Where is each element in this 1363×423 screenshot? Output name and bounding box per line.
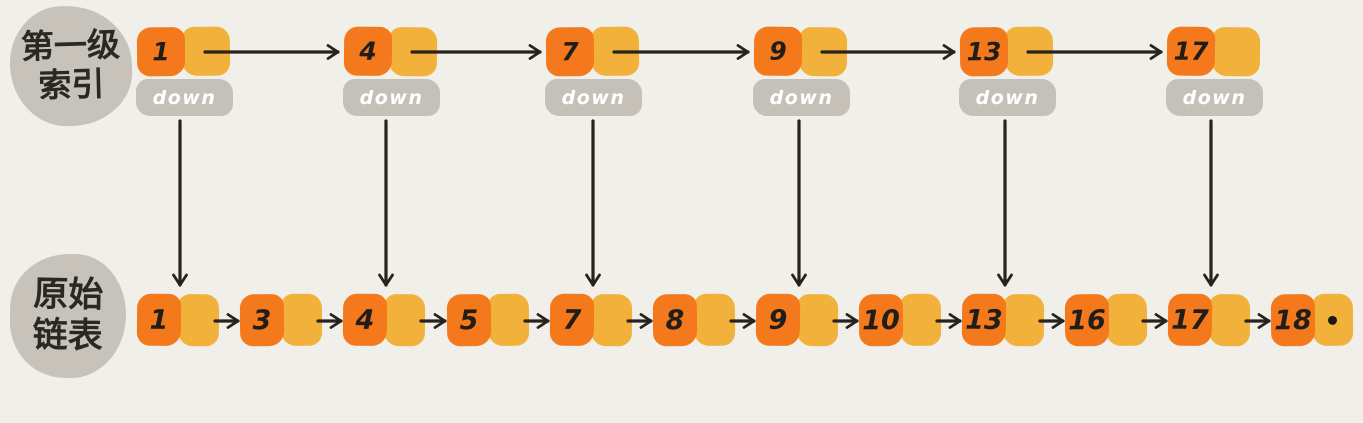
list-node-value: 9 <box>755 293 801 347</box>
list-node-pointer <box>796 294 839 347</box>
list-node-value: 10 <box>858 293 904 347</box>
list-node-value: 13 <box>961 293 1007 347</box>
index-node-pointer <box>1211 26 1261 77</box>
list-node: 13 <box>961 293 1045 347</box>
index-node-pointer <box>181 26 231 77</box>
index-node: 9 <box>753 26 848 77</box>
list-node-pointer <box>280 293 323 346</box>
list-node: 1 <box>136 293 220 347</box>
list-node-pointer <box>1208 294 1251 347</box>
index-node-value: 7 <box>545 26 595 77</box>
list-node-pointer <box>693 293 736 346</box>
list-node: 5 <box>446 293 530 347</box>
null-pointer-dot <box>1327 315 1338 325</box>
list-node-value: 1 <box>136 293 182 347</box>
index-node-value: 17 <box>1166 26 1216 77</box>
label-original-list-line1: 原始 <box>33 274 104 316</box>
list-node-value: 4 <box>342 293 388 347</box>
index-node-pointer <box>388 26 438 77</box>
list-node: 18 <box>1270 293 1354 347</box>
list-node-pointer <box>590 294 633 347</box>
index-node-value: 1 <box>136 26 186 77</box>
list-node: 3 <box>239 293 323 347</box>
list-node-pointer <box>487 293 530 346</box>
index-node-pointer <box>798 26 848 77</box>
list-node-pointer <box>383 294 426 347</box>
list-node-pointer <box>1311 293 1354 346</box>
label-index-level: 第一级 索引 <box>8 4 134 128</box>
down-pointer-box: down <box>545 79 642 116</box>
index-node-value: 4 <box>343 26 393 77</box>
down-pointer-box: down <box>753 79 850 116</box>
down-pointer-box: down <box>136 79 233 116</box>
label-index-level-line1: 第一级 <box>20 24 121 67</box>
list-node: 4 <box>342 293 426 347</box>
list-node-pointer <box>899 293 942 346</box>
list-node: 9 <box>755 293 839 347</box>
index-node: 4 <box>343 26 438 77</box>
index-node: 7 <box>545 26 640 77</box>
down-pointer-box: down <box>343 79 440 116</box>
list-node: 7 <box>549 293 633 347</box>
list-node-value: 17 <box>1167 293 1213 347</box>
list-node: 16 <box>1064 293 1148 347</box>
down-pointer-box: down <box>1166 79 1263 116</box>
down-pointer-box: down <box>959 79 1056 116</box>
index-node-pointer <box>1004 26 1054 77</box>
label-original-list-line2: 链表 <box>32 315 103 357</box>
index-node: 13 <box>959 26 1054 77</box>
index-node-value: 9 <box>753 26 803 77</box>
list-node-value: 16 <box>1064 293 1110 347</box>
list-node-value: 8 <box>652 293 698 347</box>
list-node-value: 5 <box>446 293 492 347</box>
list-node-value: 3 <box>239 293 285 347</box>
list-node-value: 7 <box>549 293 595 347</box>
list-node-pointer <box>1002 294 1045 347</box>
list-node-pointer <box>1105 293 1148 346</box>
label-original-list: 原始 链表 <box>8 252 128 380</box>
list-node-pointer <box>177 294 220 347</box>
list-node: 10 <box>858 293 942 347</box>
index-node: 17 <box>1166 26 1261 77</box>
list-node-value: 18 <box>1270 293 1316 347</box>
list-node: 8 <box>652 293 736 347</box>
label-index-level-line2: 索引 <box>37 64 105 105</box>
index-node-value: 13 <box>959 26 1009 77</box>
index-node: 1 <box>136 26 231 77</box>
list-node: 17 <box>1167 293 1251 347</box>
index-node-pointer <box>590 26 640 77</box>
